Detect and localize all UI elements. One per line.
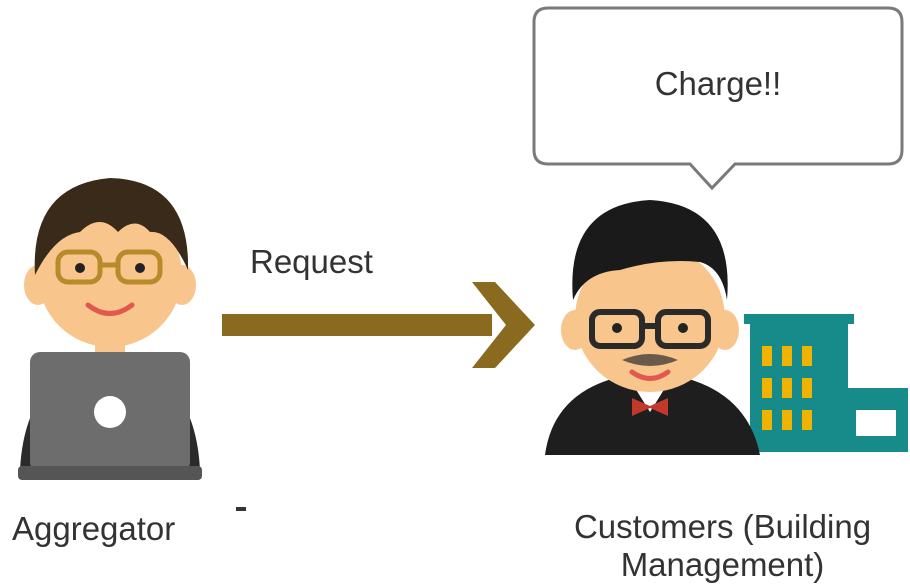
customer-suit: [545, 372, 760, 455]
speech-bubble-text: Charge!!: [654, 65, 782, 102]
aggregator-glasses: [55, 249, 163, 285]
aggregator-figure: [18, 178, 202, 480]
customer-hair: [572, 200, 728, 300]
customer-figure: [545, 200, 760, 455]
laptop-logo-icon: [94, 396, 126, 428]
customer-label: Customers (Building Management): [573, 508, 872, 583]
customer-head: [575, 244, 725, 392]
bowtie-icon: [632, 398, 668, 416]
aggregator-label: Aggregator: [12, 510, 176, 547]
customer-glasses: [589, 309, 711, 349]
building-icon: [744, 314, 908, 452]
request-label: Request: [250, 243, 373, 280]
request-arrow: [222, 282, 535, 368]
aggregator-hair: [34, 178, 189, 275]
aggregator-head: [38, 203, 182, 347]
speech-bubble: [532, 6, 904, 191]
